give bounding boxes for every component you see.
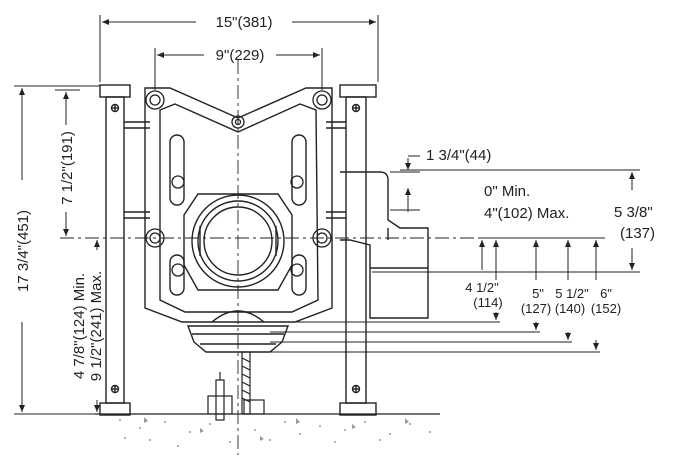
label-side-offset: 1 3/4"(44) [426,147,491,164]
anchor-rod [207,351,265,421]
label-height-total: 17 3/4"(451) [15,210,32,292]
label-d1: 4 1/2" [465,280,499,295]
label-range-max: 4"(102) Max. [484,205,569,222]
label-overall-width: 15"(381) [215,14,272,31]
label-d2-mm: (127) [521,301,551,316]
label-height-upper: 7 1/2"(191) [59,131,76,205]
label-d2: 5" [532,286,544,301]
label-d3: 5 1/2" [555,286,589,301]
side-outlet-pipe [340,171,429,319]
label-outlet-max: 9 1/2"(241) Max. [88,271,105,381]
label-right-height: 5 3/8" [614,204,653,221]
dimension-labels: 15"(381) 9"(229) 17 3/4"(451) 7 1/2"(191… [15,14,655,381]
floor-ground [95,413,440,447]
label-range-min: 0" Min. [484,183,530,200]
label-d4-mm: (152) [591,301,621,316]
label-d3-mm: (140) [555,301,585,316]
left-standard [99,84,131,416]
label-outlet-min: 4 7/8"(124) Min. [71,273,88,379]
bolt-heads [145,90,332,277]
label-right-height-mm: (137) [620,225,655,242]
carrier-frame [124,87,346,323]
center-lines [60,60,480,455]
label-bolt-spacing: 9"(229) [216,47,265,64]
label-d1-mm: (114) [473,295,502,310]
label-d4: 6" [600,286,612,301]
dimension-lines [14,15,640,415]
right-standard [339,84,377,416]
